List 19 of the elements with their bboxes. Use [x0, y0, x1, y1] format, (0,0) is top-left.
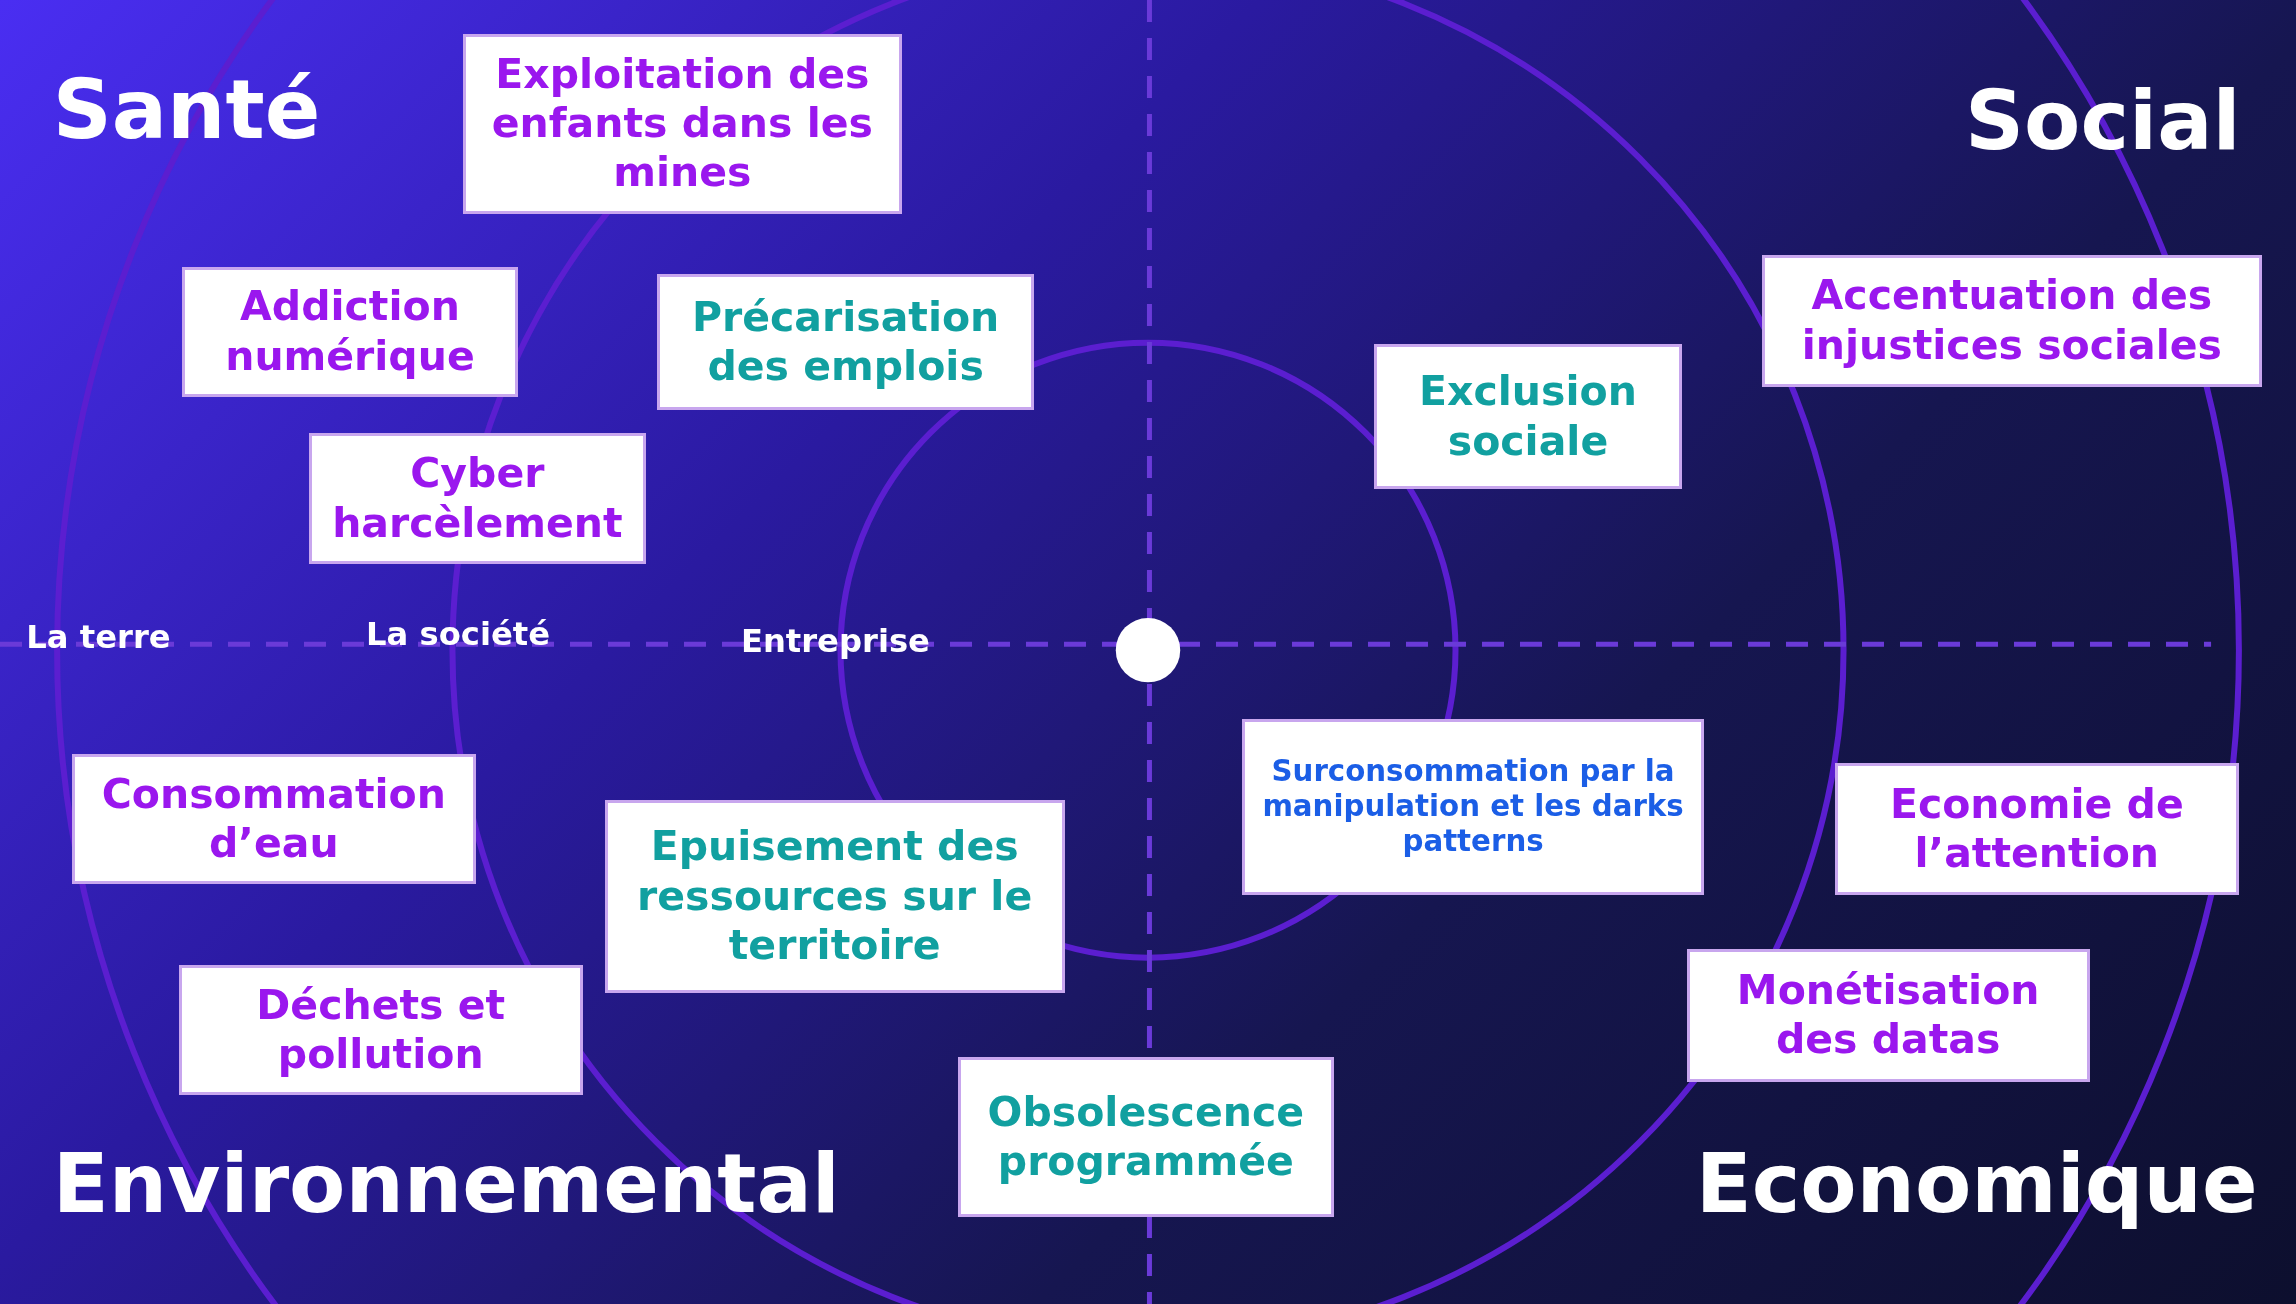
issue-card: Surconsommation par la manipulation et les darks patterns — [1241, 718, 1705, 895]
issue-card: Accentuation des injustices sociales — [1761, 254, 2263, 387]
issue-card: Addiction numérique — [181, 266, 519, 397]
quadrant-title: Santé — [52, 61, 321, 157]
ring-label: Entreprise — [740, 622, 930, 661]
issue-card: Epuisement des ressources sur le territoire — [604, 799, 1065, 993]
quadrant-title: Social — [1965, 73, 2241, 169]
ring-label: La terre — [26, 617, 171, 656]
issue-card: Précarisation des emplois — [657, 273, 1034, 410]
issue-card: Exploitation des enfants dans les mines — [462, 33, 902, 214]
quadrant-title: Environnemental — [52, 1136, 840, 1232]
issue-card: Monétisation des datas — [1686, 948, 2090, 1083]
issue-card: Consommation d’eau — [71, 754, 476, 885]
issue-card: Cyber harcèlement — [308, 433, 646, 564]
issue-card: Déchets et pollution — [178, 964, 583, 1096]
ring-label: La société — [366, 615, 551, 653]
issue-card: Exclusion sociale — [1373, 344, 1683, 490]
issue-card: Economie de l’attention — [1834, 762, 2239, 895]
issue-card: Obsolescence programmée — [957, 1057, 1334, 1217]
